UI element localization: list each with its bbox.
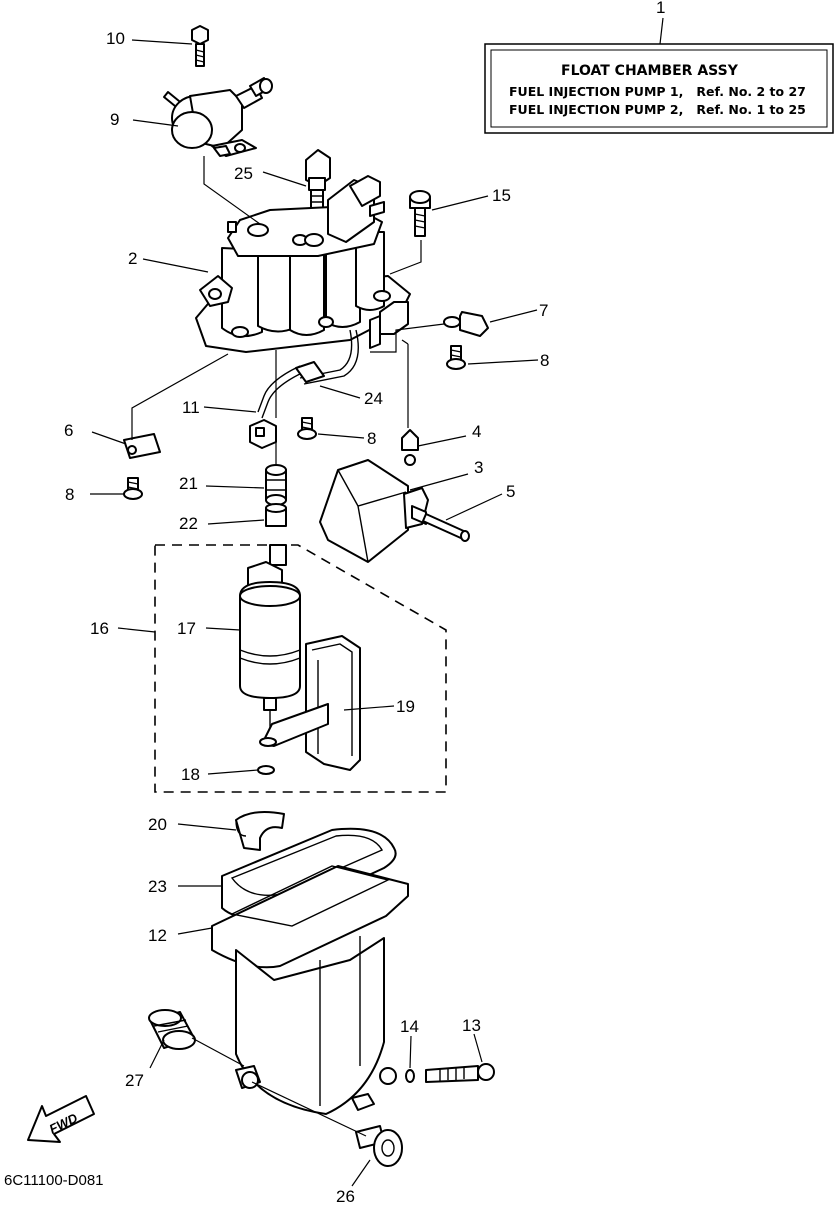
part-7-clip [443,311,489,337]
callout-20: 20 [148,815,167,834]
part-12-float-chamber [211,865,409,1115]
part-15-screw [409,190,431,237]
fwd-arrow-icon: FWD [27,1095,95,1143]
callout-8-right: 8 [540,351,549,370]
part-5-pin [422,513,470,542]
callout-17: 17 [177,619,196,638]
callout-25: 25 [234,164,253,183]
part-8-screw-left [123,477,143,500]
callout-19: 19 [396,697,415,716]
callout-21: 21 [179,474,198,493]
callout-8-center: 8 [367,429,376,448]
part-18-clip [257,765,275,775]
title-box-ref: 1 [656,0,665,17]
part-10-bolt [191,25,209,67]
callout-9: 9 [110,110,119,129]
part-14-o-ring [405,1069,415,1083]
part-13-screw [425,1063,495,1083]
part-22-bushing [265,503,287,527]
callout-10: 10 [106,29,125,48]
part-21-grommet [265,464,287,506]
callout-16: 16 [90,619,109,638]
callout-11: 11 [182,398,200,417]
callout-26: 26 [336,1187,355,1204]
callout-24: 24 [364,389,383,408]
callout-5: 5 [506,482,515,501]
title-box-line-2: FUEL INJECTION PUMP 2, Ref. No. 1 to 25 [509,102,806,117]
callout-18: 18 [181,765,200,784]
callout-2: 2 [128,249,137,268]
part-26-drain-plug [355,1125,403,1167]
callout-3: 3 [474,458,483,477]
part-11-wire-lead [249,361,325,449]
part-20-damper [235,811,285,851]
part-6-plate [123,433,161,459]
title-box-title: FLOAT CHAMBER ASSY [561,63,739,79]
drawing-code: 6C11100-D081 [4,1172,104,1189]
callout-22: 22 [179,514,198,533]
callout-15: 15 [492,186,511,205]
part-2-pump-holder [195,175,411,385]
callout-23: 23 [148,877,167,896]
part-25-sensor [305,149,331,223]
title-box-line-1: FUEL INJECTION PUMP 1, Ref. No. 2 to 27 [509,84,806,99]
part-8-screw-right [446,345,466,370]
part-9-pressure-regulator [163,77,273,157]
callout-12: 12 [148,926,167,945]
callout-14: 14 [400,1017,419,1036]
callout-8-left: 8 [65,485,74,504]
title-box: 1 FLOAT CHAMBER ASSY FUEL INJECTION PUMP… [484,0,834,134]
callout-7: 7 [539,301,548,320]
callout-labels: 10 9 25 15 2 7 8 11 24 6 8 4 8 3 21 5 22… [64,29,549,1206]
part-27-grommet [148,1009,196,1050]
part-4-plug [401,429,419,466]
part-17-fuel-pump [239,544,301,738]
part-8-screw-center [297,417,317,440]
callout-27: 27 [125,1071,144,1090]
part-3-housing [319,459,429,563]
leader-lines [90,39,539,1187]
callout-13: 13 [462,1016,481,1035]
callout-6: 6 [64,421,73,440]
part-19-filter [259,635,361,771]
callout-4: 4 [472,422,481,441]
